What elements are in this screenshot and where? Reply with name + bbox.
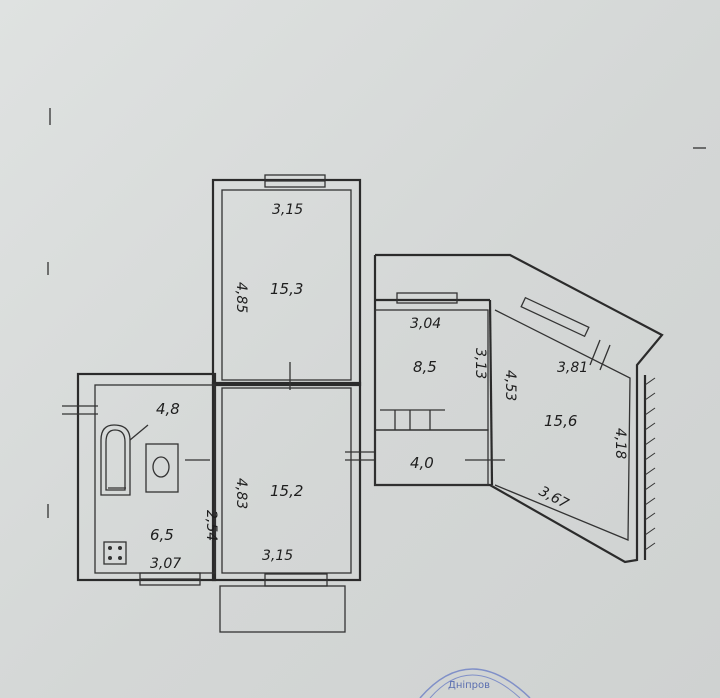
stamp: Дніпров	[419, 668, 531, 698]
corridor	[374, 429, 489, 486]
balcony	[219, 585, 346, 633]
window	[396, 292, 458, 304]
dim-small-room-height: 3,13	[472, 348, 488, 379]
dim-kitchen-height: 2,54	[203, 510, 219, 541]
area-corridor: 4,0	[410, 454, 434, 472]
room-top	[211, 174, 362, 387]
dim-room-bottom-width: 3,15	[262, 548, 293, 564]
stamp-text: Дніпров	[448, 679, 490, 691]
dim-small-room-width: 3,04	[410, 316, 441, 332]
bathtub-icon	[100, 424, 131, 496]
dim-right-room-top: 3,81	[557, 360, 588, 376]
dim-right-room-bottom: 3,67	[536, 483, 571, 512]
dim-kitchen-width: 3,07	[150, 556, 181, 572]
dim-room-top-height: 4,85	[233, 282, 249, 313]
area-kitchen: 6,5	[150, 526, 174, 544]
window	[520, 296, 590, 338]
area-small-room: 8,5	[413, 358, 437, 376]
kitchen-hall	[62, 372, 217, 586]
toilet-icon	[152, 456, 170, 478]
area-room-top: 15,3	[270, 280, 303, 298]
area-hall: 4,8	[156, 400, 180, 418]
dim-right-room-left: 4,53	[502, 370, 518, 401]
dim-room-bottom-height: 4,83	[233, 478, 249, 509]
area-right-room: 15,6	[544, 412, 577, 430]
dim-right-room-right: 4,18	[612, 428, 628, 459]
right-block	[373, 253, 664, 564]
room-bottom	[211, 362, 375, 633]
stove-icon	[103, 541, 127, 565]
area-room-bottom: 15,2	[270, 482, 303, 500]
dim-room-top-width: 3,15	[272, 202, 303, 218]
